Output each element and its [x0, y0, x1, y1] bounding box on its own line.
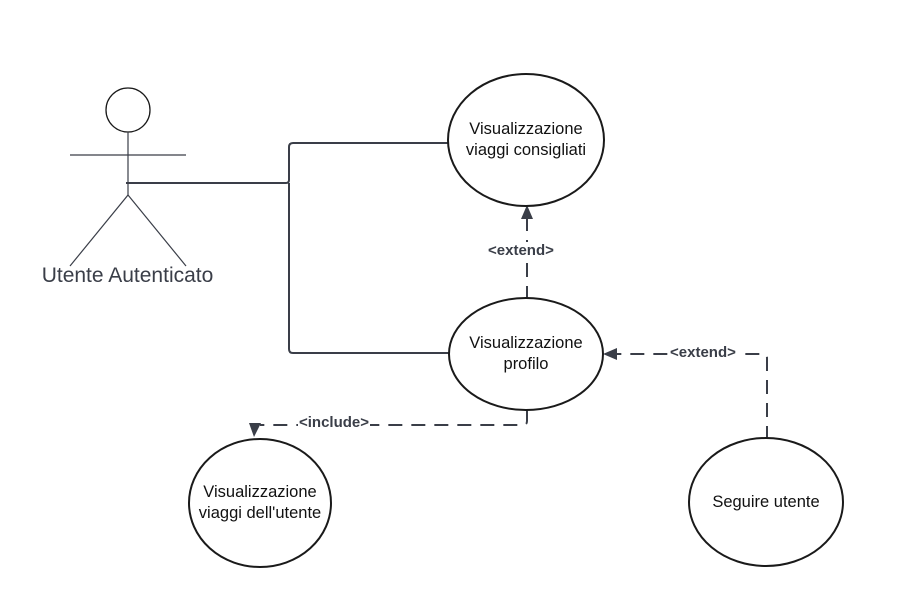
actor-label: Utente Autenticato [41, 264, 214, 287]
use-case-seguire: Seguire utente [712, 492, 820, 511]
ellipse-viaggi-utente [188, 438, 332, 568]
relation-label-extend-consigliati: <extend> [487, 242, 555, 259]
use-case-profilo: Visualizzazione profilo [469, 334, 583, 373]
relation-label-extend-seguire: <extend> [669, 344, 737, 361]
extend-line-seguire-to-profilo [615, 353, 768, 440]
ellipse-viaggi-consigliati [447, 73, 605, 207]
ellipse-seguire [688, 437, 844, 567]
relation-label-include: <include> [298, 414, 371, 431]
arrowhead-left [603, 348, 617, 360]
ellipse-profilo [448, 297, 604, 411]
include-line-profilo-to-viaggi [260, 410, 528, 426]
dashed-relations [260, 214, 768, 440]
use-case-ellipses [188, 73, 844, 568]
use-case-viaggi-utente: Visualizzazione viaggi dell'utente [198, 483, 322, 522]
actor-figure [69, 87, 187, 267]
arrowheads [249, 205, 617, 437]
arrowhead-up [521, 205, 533, 219]
association-lines [126, 142, 450, 354]
arrowhead-down [249, 423, 261, 437]
use-case-viaggi-consigliati: Visualizzazione viaggi consigliati [465, 120, 587, 159]
